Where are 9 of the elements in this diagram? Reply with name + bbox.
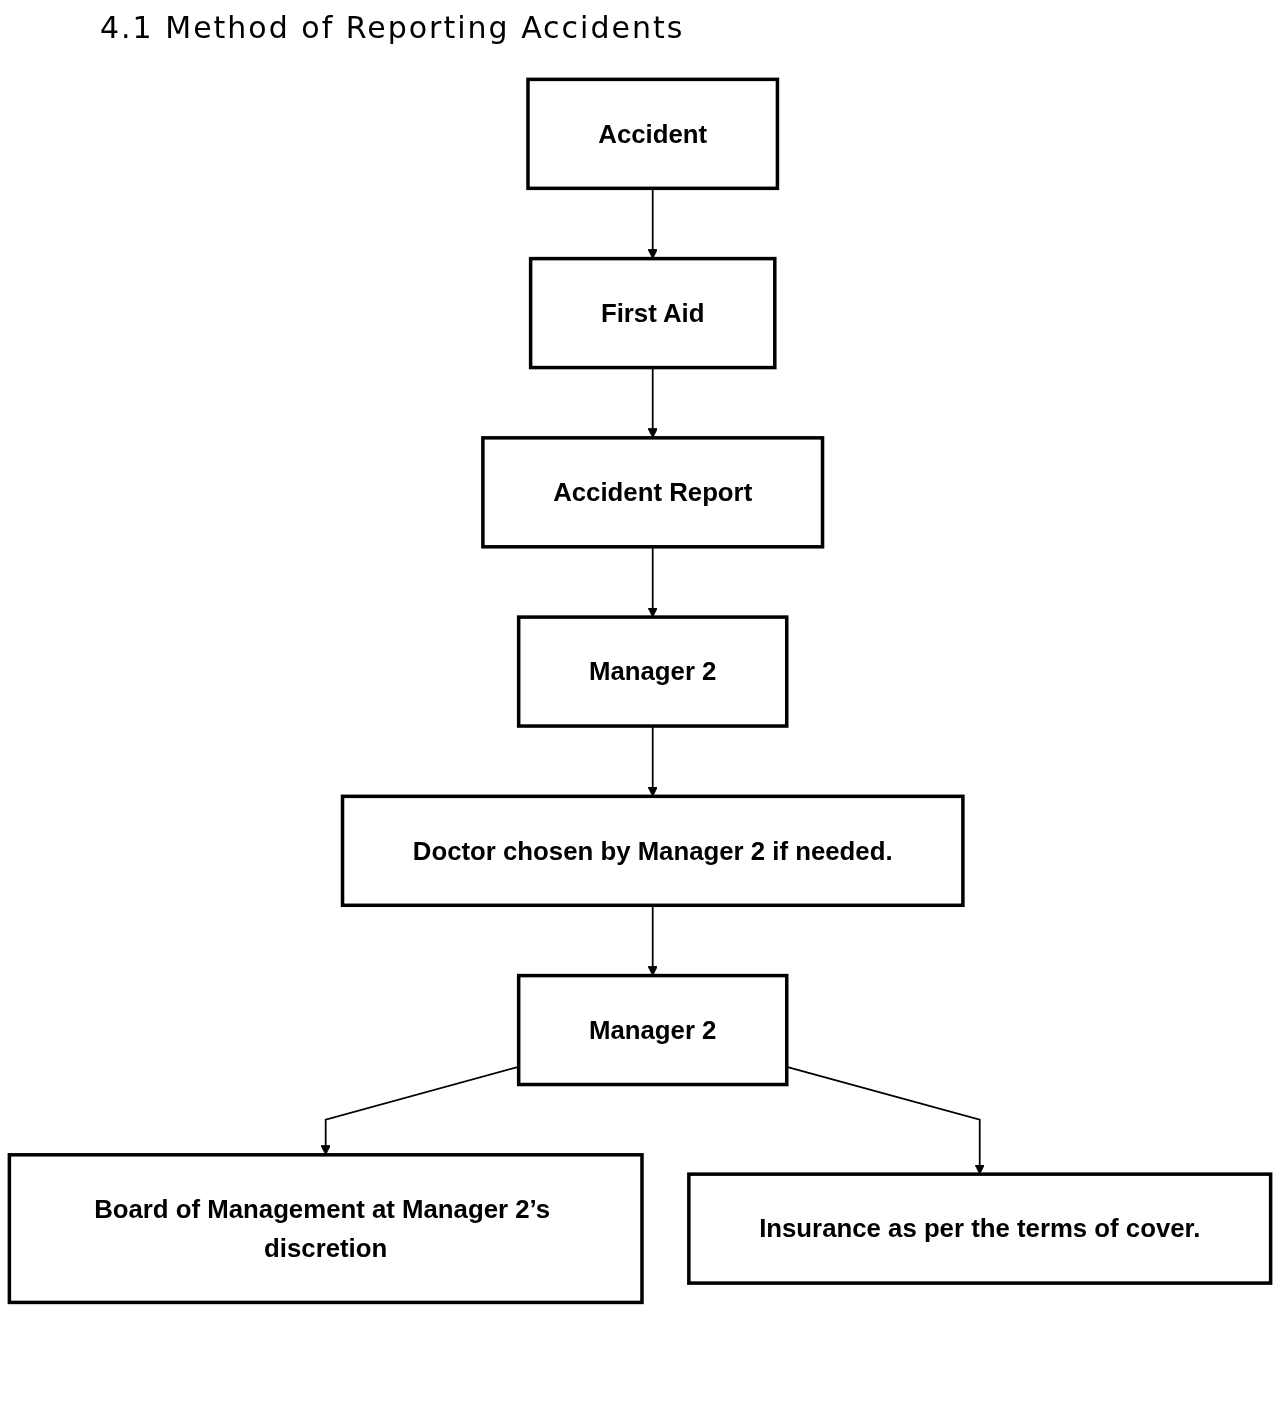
node-box: Insurance as per the terms of cover.: [687, 1172, 1273, 1285]
node-box: Board of Management at Manager 2’s discretion: [7, 1153, 644, 1305]
node-box: First Aid: [528, 256, 777, 370]
node-box: Accident Report: [481, 436, 825, 549]
node-box: Manager 2: [516, 615, 789, 728]
node-box: Doctor chosen by Manager 2 if needed.: [340, 794, 965, 908]
node-box: Accident: [526, 77, 780, 191]
diagram-title: 4.1 Method of Reporting Accidents: [100, 10, 685, 45]
node-box: Manager 2: [516, 973, 789, 1087]
